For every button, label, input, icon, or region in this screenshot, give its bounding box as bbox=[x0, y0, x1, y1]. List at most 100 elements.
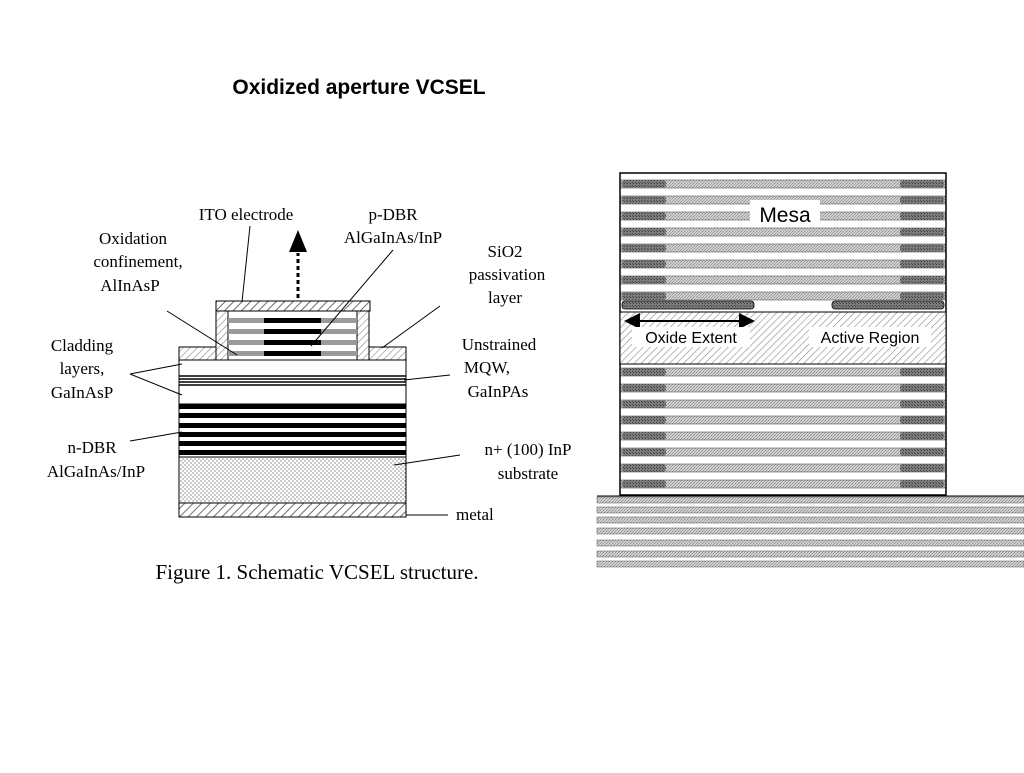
substrate-layer bbox=[596, 516, 1024, 524]
p-dbr-band-outer bbox=[228, 351, 264, 356]
mqw-lines bbox=[179, 375, 406, 386]
p-dbr-band-outer bbox=[321, 318, 357, 323]
mesa-cross-section: Mesa Oxide Extent Active Region bbox=[596, 172, 1024, 568]
mesa-layer-edge bbox=[622, 196, 666, 204]
mesa-layer-edge bbox=[900, 448, 944, 456]
p-dbr-band-outer bbox=[321, 329, 357, 334]
mesa-layer bbox=[620, 447, 946, 457]
label-sio2-1: SiO2 bbox=[488, 242, 523, 261]
label-cladding-3: GaInAsP bbox=[51, 383, 113, 402]
n-dbr-background bbox=[178, 403, 407, 458]
mesa-layer-edge bbox=[622, 464, 666, 472]
mesa-layer-edge bbox=[900, 432, 944, 440]
mesa-layer bbox=[620, 275, 946, 285]
metal-layer bbox=[178, 502, 407, 518]
mesa-layer-edge bbox=[622, 276, 666, 284]
mesa-layer bbox=[620, 383, 946, 393]
figure-caption: Figure 1. Schematic VCSEL structure. bbox=[155, 560, 478, 584]
mesa-layer-edge bbox=[900, 368, 944, 376]
oxide-extent-label: Oxide Extent bbox=[645, 330, 737, 347]
mesa-layer bbox=[620, 243, 946, 253]
mesa-label-box bbox=[750, 200, 820, 227]
label-pdbr-2: AlGaInAs/InP bbox=[344, 228, 442, 247]
mesa-layer-edge bbox=[622, 180, 666, 188]
substrate-layer-stack bbox=[596, 495, 1024, 568]
substrate-layer bbox=[596, 496, 1024, 504]
p-dbr-band-outer bbox=[228, 329, 264, 334]
mesa-label: Mesa bbox=[759, 204, 811, 227]
mesa-layer-edge bbox=[900, 292, 944, 300]
schematic-labels: ITO electrode p-DBR AlGaInAs/InP Oxidati… bbox=[47, 205, 572, 524]
ito-electrode-layer bbox=[215, 300, 371, 312]
mesa-layer bbox=[620, 415, 946, 425]
p-dbr-stack bbox=[228, 318, 357, 356]
p-dbr-band-outer bbox=[321, 340, 357, 345]
vcsel-schematic: ITO electrode p-DBR AlGaInAs/InP Oxidati… bbox=[47, 205, 572, 584]
p-dbr-band-outer bbox=[321, 351, 357, 356]
label-cladding-1: Cladding bbox=[51, 336, 114, 355]
p-dbr-band-outer bbox=[228, 340, 264, 345]
mesa-layer-edge bbox=[900, 400, 944, 408]
mesa-layer bbox=[620, 431, 946, 441]
mesa-layer-edge bbox=[622, 416, 666, 424]
label-sio2-2: passivation bbox=[469, 265, 546, 284]
oxide-extent-label-box bbox=[632, 327, 750, 347]
mesa-layer bbox=[620, 399, 946, 409]
substrate-layer bbox=[596, 506, 1024, 514]
mesa-layer-edge bbox=[900, 464, 944, 472]
mesa-layer-edge bbox=[900, 180, 944, 188]
substrate-layer bbox=[596, 550, 1024, 558]
mesa-layer-edge bbox=[900, 244, 944, 252]
mesa-layer-edge bbox=[622, 432, 666, 440]
slide-title: Oxidized aperture VCSEL bbox=[232, 76, 485, 99]
label-oxidation-1: Oxidation bbox=[99, 229, 167, 248]
mesa-layer-stack bbox=[620, 179, 946, 489]
label-substrate-1: n+ (100) InP bbox=[484, 440, 571, 459]
n-dbr-stack bbox=[178, 403, 407, 458]
mesa-layer bbox=[620, 367, 946, 377]
mesa-layer-edge bbox=[622, 384, 666, 392]
mesa-layer-edge bbox=[622, 400, 666, 408]
label-mqw-2: MQW, bbox=[464, 358, 510, 377]
mesa-layer-edge bbox=[900, 228, 944, 236]
p-dbr-band-center bbox=[264, 329, 321, 334]
p-dbr-band-outer bbox=[228, 318, 264, 323]
label-ndbr-1: n-DBR bbox=[67, 438, 117, 457]
mesa-layer-edge bbox=[900, 416, 944, 424]
label-mqw-1: Unstrained bbox=[462, 335, 537, 354]
mesa-layer-edge bbox=[622, 212, 666, 220]
label-ndbr-2: AlGaInAs/InP bbox=[47, 462, 145, 481]
mesa-layer bbox=[620, 259, 946, 269]
n-dbr-band bbox=[179, 423, 406, 428]
mesa-layer-edge bbox=[900, 212, 944, 220]
n-dbr-band bbox=[179, 450, 406, 455]
label-oxidation-2: confinement, bbox=[93, 252, 182, 271]
substrate-layer bbox=[596, 560, 1024, 568]
active-region-label-box bbox=[809, 327, 931, 347]
leader-lines bbox=[129, 225, 461, 516]
mesa-layer-edge bbox=[622, 480, 666, 488]
mesa-layer-edge bbox=[622, 260, 666, 268]
sio2-sidewall-left bbox=[215, 309, 229, 361]
oxide-layer-right bbox=[831, 300, 945, 310]
mesa-layer bbox=[620, 463, 946, 473]
mesa-layer bbox=[620, 227, 946, 237]
p-dbr-band-center bbox=[264, 318, 321, 323]
mesa-layer bbox=[620, 179, 946, 189]
label-metal: metal bbox=[456, 505, 494, 524]
mesa-layer-edge bbox=[622, 448, 666, 456]
mesa-layer-edge bbox=[900, 260, 944, 268]
mesa-layer-edge bbox=[900, 480, 944, 488]
n-dbr-band bbox=[179, 404, 406, 409]
mesa-layer-edge bbox=[622, 368, 666, 376]
substrate-layer bbox=[178, 456, 407, 504]
mesa-layer-edge bbox=[622, 292, 666, 300]
substrate-layer bbox=[596, 527, 1024, 535]
n-dbr-band bbox=[179, 413, 406, 418]
label-mqw-3: GaInPAs bbox=[468, 382, 529, 401]
label-oxidation-3: AlInAsP bbox=[100, 276, 160, 295]
sio2-sidewall-right bbox=[356, 309, 370, 361]
mesa-layer-edge bbox=[900, 384, 944, 392]
n-dbr-band bbox=[179, 441, 406, 446]
